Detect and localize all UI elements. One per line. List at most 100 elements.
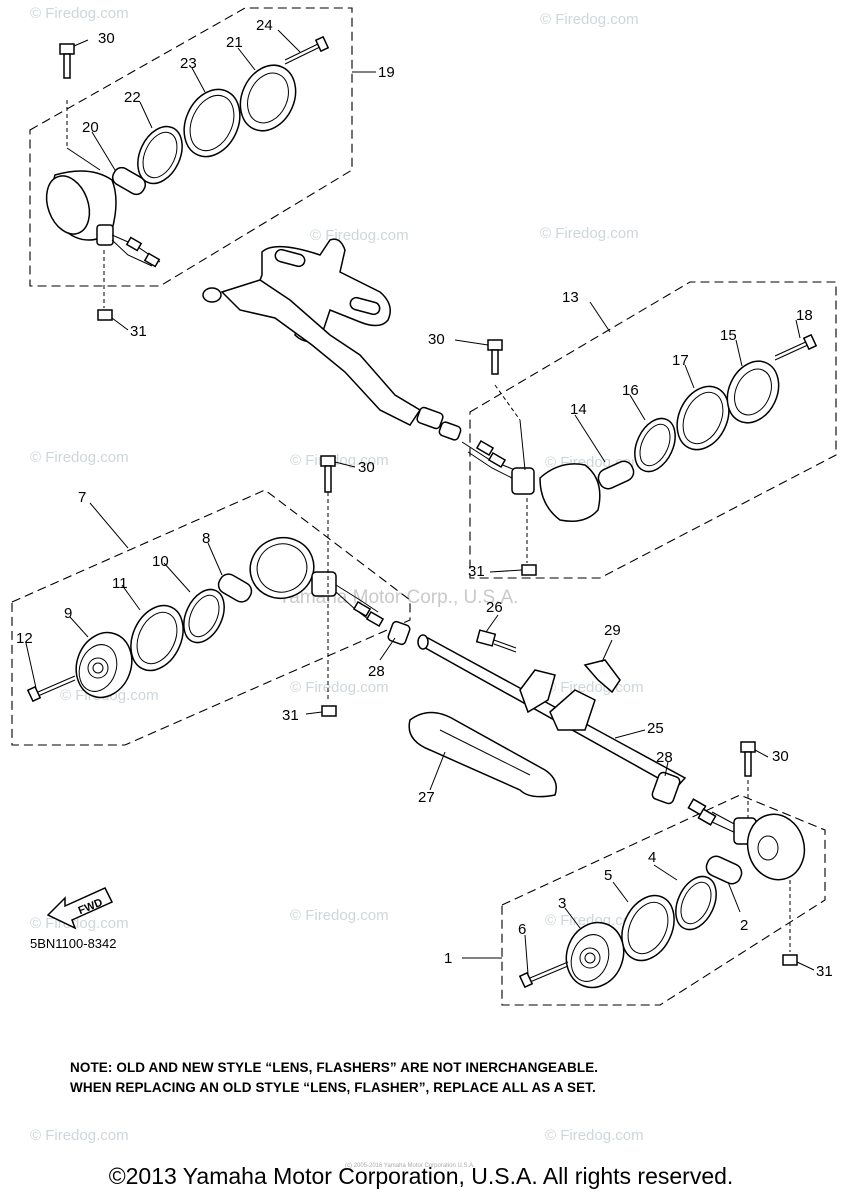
reflector-center xyxy=(87,657,109,679)
bulb xyxy=(597,460,635,490)
bracket-slot xyxy=(349,296,381,316)
lens-inner xyxy=(136,611,178,665)
watermark: © Firedog.com xyxy=(545,912,644,929)
watermark: © Firedog.com xyxy=(30,449,129,466)
lens-rim-inner xyxy=(247,72,289,124)
watermark: © Firedog.com xyxy=(30,5,129,22)
lens-rim xyxy=(239,64,297,132)
wire-connector xyxy=(143,252,161,268)
callout-22: 22 xyxy=(124,89,141,106)
bolt-shank xyxy=(744,751,752,777)
lens-inner xyxy=(682,391,724,445)
callout-9: 9 xyxy=(64,605,72,622)
copyright-notice: ©2013 Yamaha Motor Corporation, U.S.A. A… xyxy=(108,1163,734,1189)
watermark: © Firedog.com xyxy=(545,1127,644,1144)
callout-6: 6 xyxy=(518,921,526,938)
callout-10: 10 xyxy=(152,553,169,570)
bolt-head xyxy=(475,629,497,647)
wire-connector xyxy=(487,452,507,468)
screw-head xyxy=(802,333,818,351)
wire xyxy=(111,239,153,267)
callout-30: 30 xyxy=(428,331,445,348)
watermark: © Firedog.com xyxy=(290,679,389,696)
group-boundary xyxy=(501,794,826,1006)
bolt-shank xyxy=(63,53,71,79)
grommet xyxy=(438,421,462,441)
small-credit-text: (c) 2005-2016 Yamaha Motor Corporation U… xyxy=(345,1163,475,1169)
nut xyxy=(97,309,113,321)
bolt-shank xyxy=(493,639,517,649)
bolt-axis xyxy=(494,384,521,421)
reflector-center xyxy=(584,952,596,964)
note-line-1: NOTE: OLD AND NEW STYLE “LENS, FLASHERS”… xyxy=(70,1060,599,1075)
leader-lines xyxy=(25,29,815,975)
bolt-shank xyxy=(324,465,332,493)
callout-4: 4 xyxy=(648,849,656,866)
callout-27: 27 xyxy=(418,789,435,806)
callout-20: 20 xyxy=(82,119,99,136)
callout-numbers: 30 24 21 23 22 20 19 31 13 30 18 15 17 1… xyxy=(16,17,833,980)
flasher-body xyxy=(249,537,315,599)
diagram-code: 5BN1100-8342 xyxy=(30,936,117,951)
cover xyxy=(408,711,557,798)
fwd-arrow-icon xyxy=(46,887,114,930)
flasher-stay-bracket xyxy=(202,238,462,441)
callout-30: 30 xyxy=(98,30,115,47)
group-boundary xyxy=(29,7,353,287)
watermark: © Firedog.com xyxy=(30,1127,129,1144)
callout-1: 1 xyxy=(444,950,452,967)
flasher-body xyxy=(746,813,806,881)
flasher-body-rim xyxy=(45,175,91,235)
bolt-axis xyxy=(66,147,101,171)
screw xyxy=(529,965,569,983)
grommet xyxy=(651,771,681,805)
bolt-head xyxy=(487,339,503,351)
flasher-light-exploded-view: © Firedog.com © Firedog.com © Firedog.co… xyxy=(11,5,837,1144)
wire xyxy=(467,451,513,479)
watermark: © Firedog.com xyxy=(310,227,409,244)
body-mount xyxy=(96,224,114,246)
lens-rim-inner xyxy=(570,934,610,982)
seal-ring-inner xyxy=(188,594,220,638)
flasher-assembly-19 xyxy=(29,7,353,321)
seal-ring xyxy=(137,125,183,185)
callout-16: 16 xyxy=(622,382,639,399)
callout-31: 31 xyxy=(468,563,485,580)
reflector-center xyxy=(579,947,601,969)
screw xyxy=(37,679,76,697)
callout-31: 31 xyxy=(816,963,833,980)
grommet xyxy=(387,620,411,646)
wire-connector xyxy=(125,236,143,252)
screw xyxy=(529,961,569,979)
clamp xyxy=(583,659,621,694)
stay-end-right xyxy=(416,406,444,430)
watermark: © Firedog.com xyxy=(290,452,389,469)
callout-7: 7 xyxy=(78,489,86,506)
flasher-body-rim xyxy=(256,543,308,593)
screw xyxy=(284,41,323,61)
lens xyxy=(676,385,730,451)
screw xyxy=(774,343,811,361)
lens-rim-inner xyxy=(78,644,118,692)
lens xyxy=(130,604,184,672)
flasher-body xyxy=(539,463,601,522)
callout-19: 19 xyxy=(378,64,395,81)
callout-18: 18 xyxy=(796,307,813,324)
bolt-shank xyxy=(491,349,499,375)
wire-connector xyxy=(697,808,717,826)
interchangeability-note: NOTE: OLD AND NEW STYLE “LENS, FLASHERS”… xyxy=(70,1058,598,1098)
cover-edge xyxy=(439,729,531,776)
callout-24: 24 xyxy=(256,17,273,34)
callout-17: 17 xyxy=(672,352,689,369)
note-line-2: WHEN REPLACING AN OLD STYLE “LENS, FLASH… xyxy=(70,1080,596,1095)
watermark: © Firedog.com xyxy=(540,11,639,28)
bolt-head xyxy=(59,43,75,55)
screw xyxy=(284,45,323,65)
nut xyxy=(782,954,798,966)
rod-end xyxy=(417,634,429,650)
callout-30: 30 xyxy=(772,748,789,765)
bolt-head xyxy=(320,455,336,467)
callout-11: 11 xyxy=(112,575,128,592)
seal-ring xyxy=(634,417,676,473)
watermark: © Firedog.com xyxy=(290,907,389,924)
